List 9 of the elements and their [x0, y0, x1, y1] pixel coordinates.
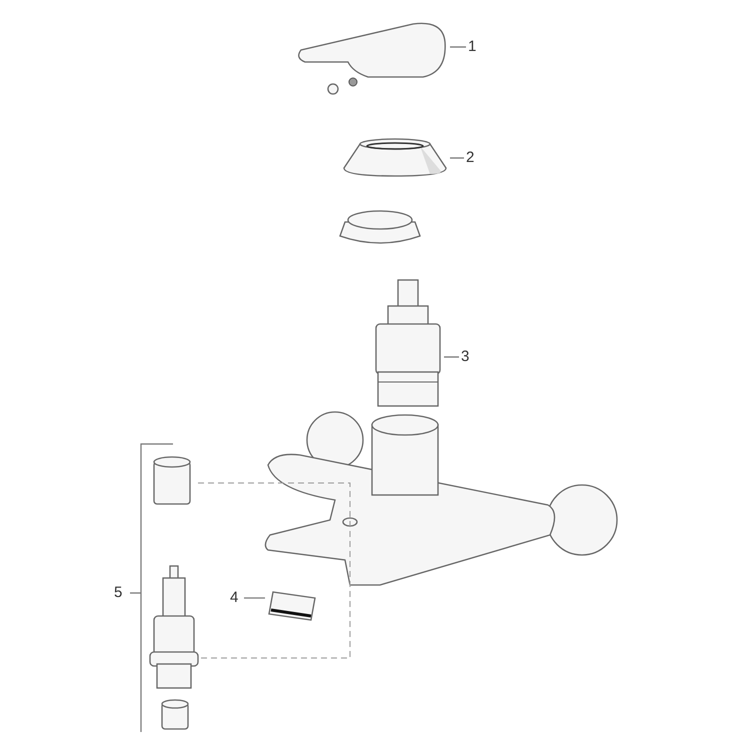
callout-number: 1 — [468, 39, 480, 55]
leader-line — [244, 597, 265, 599]
leader-line — [450, 157, 464, 159]
leader-line — [444, 356, 459, 358]
callout-number: 2 — [466, 150, 478, 166]
callout-number: 5 — [114, 585, 122, 601]
callout-number: 4 — [230, 590, 242, 606]
leader-line — [450, 46, 466, 48]
callout-number: 3 — [461, 349, 473, 365]
